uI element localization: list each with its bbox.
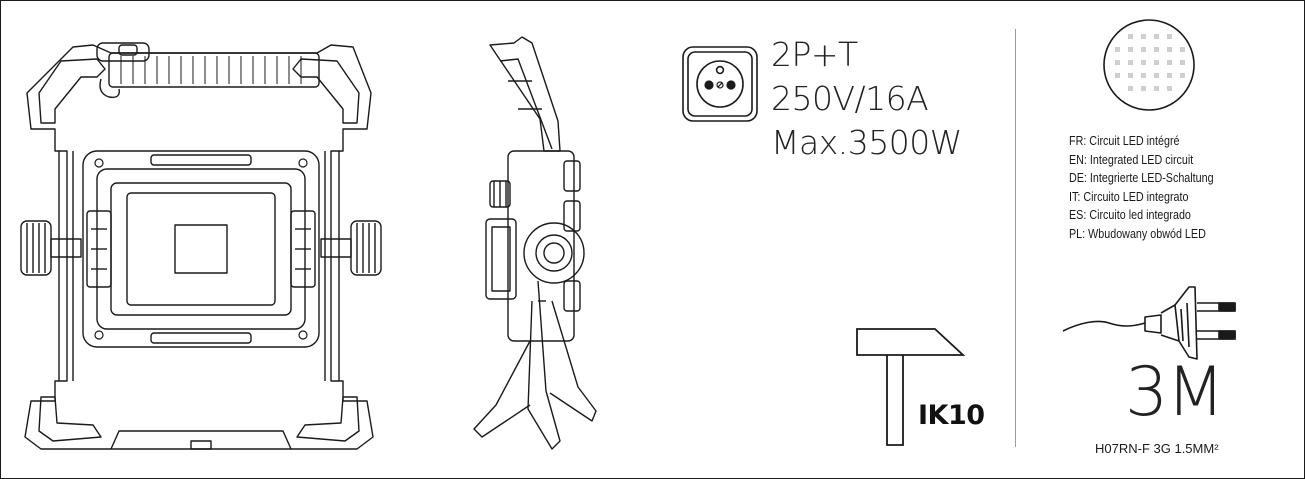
led-circuit-fr: FR: Circuit LED intégré xyxy=(1069,134,1180,148)
socket-max-power: Max.3500W xyxy=(771,123,962,162)
impact-rating-label: IK10 xyxy=(918,400,985,431)
hammer-icon xyxy=(856,328,966,446)
socket-type: 2P+T xyxy=(771,35,858,74)
led-circuit-pl: PL: Wbudowany obwód LED xyxy=(1069,226,1206,241)
led-circuit-en: EN: Integrated LED circuit xyxy=(1069,152,1194,167)
led-circuit-multilingual-list: FR: Circuit LED intégré EN: Integrated L… xyxy=(1069,132,1214,244)
socket-specification: 2P+T 250V/16A Max.3500W xyxy=(771,33,962,165)
integrated-led-array-icon xyxy=(1103,19,1195,111)
work-light-front-view xyxy=(20,42,382,450)
led-circuit-de: DE: Integrierte LED-Schaltung xyxy=(1069,171,1214,186)
cable-length: 3M xyxy=(1125,353,1225,432)
cable-specification: H07RN-F 3G 1.5MM² xyxy=(1095,441,1219,456)
plug-cable-icon xyxy=(1062,286,1236,360)
led-circuit-es: ES: Circuito led integrado xyxy=(1069,208,1191,223)
led-circuit-it: IT: Circuito LED integrato xyxy=(1069,189,1189,204)
work-light-side-view xyxy=(473,36,597,450)
socket-rating: 250V/16A xyxy=(771,79,929,118)
section-divider xyxy=(1015,29,1016,447)
french-socket-2p-earth-icon xyxy=(682,46,758,122)
